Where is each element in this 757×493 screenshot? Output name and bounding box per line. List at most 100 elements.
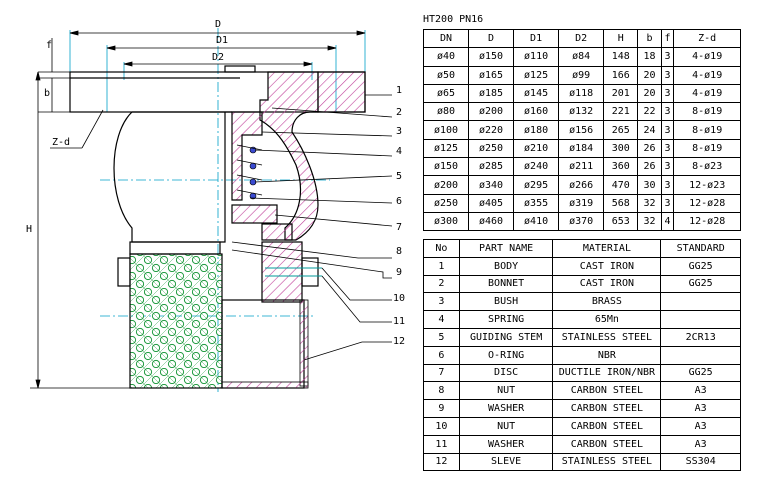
dimension-lines	[30, 30, 366, 389]
parts-table-cell	[660, 310, 741, 329]
dimension-table-cell: 4-ø19	[673, 65, 741, 85]
dimension-table-cell: 8-ø19	[673, 102, 741, 122]
dimension-table-cell: ø355	[513, 193, 560, 213]
dimension-table-cell: 148	[603, 47, 639, 67]
parts-table-cell: WASHER	[458, 399, 554, 418]
dimension-table-cell: ø65	[422, 83, 470, 104]
parts-table-cell: 9	[423, 399, 460, 418]
dimension-table-cell: ø165	[468, 65, 515, 85]
dimension-table-cell: ø118	[558, 83, 605, 104]
dimension-table-cell: 24	[637, 120, 662, 140]
callout-3: 3	[396, 126, 402, 137]
parts-table-cell: WASHER	[458, 434, 554, 454]
dimension-table-cell: 360	[603, 157, 639, 177]
callout-7: 7	[396, 222, 402, 233]
dimension-table-cell: ø150	[468, 47, 515, 67]
parts-table-cell: 65Mn	[552, 310, 662, 329]
parts-table-cell: 8	[423, 381, 460, 401]
centerlines	[100, 28, 330, 392]
dimension-table-cell: ø185	[468, 83, 515, 104]
dimension-table-cell: 265	[603, 120, 639, 140]
dimension-table-cell: 3	[660, 138, 675, 159]
parts-table-cell: SS304	[660, 452, 741, 472]
dimension-table-cell: ø80	[422, 102, 470, 122]
parts-table-cell: A3	[660, 416, 741, 436]
dimension-table-cell: 32	[637, 211, 662, 232]
bolt	[265, 267, 322, 277]
dimension-table-cell: ø99	[558, 65, 605, 85]
body-hatched-section	[231, 71, 366, 241]
dimension-table-cell: 3	[660, 83, 675, 104]
dimension-table-cell: ø180	[513, 120, 560, 140]
dimension-table-cell: ø250	[422, 193, 470, 213]
dimension-table-cell: ø100	[422, 120, 470, 140]
dimension-table-cell: ø110	[513, 47, 560, 67]
parts-table-cell: CARBON STEEL	[552, 399, 662, 418]
dimension-table-header-cell: Z-d	[673, 28, 741, 49]
dimension-table-cell: ø200	[468, 102, 515, 122]
callout-4: 4	[396, 146, 402, 157]
dimension-table-cell: ø210	[513, 138, 560, 159]
parts-table-cell: 4	[423, 310, 460, 329]
dimension-table-cell: 18	[637, 47, 662, 67]
dimension-table-cell: ø125	[513, 65, 560, 85]
dimension-table-cell: 568	[603, 193, 639, 213]
dimension-table-cell: 12-ø28	[673, 193, 741, 213]
parts-table-cell: GG25	[660, 274, 741, 294]
parts-table-cell: STAINLESS STEEL	[552, 327, 662, 347]
parts-table-cell: CARBON STEEL	[552, 416, 662, 436]
dimension-table-cell: ø200	[422, 175, 470, 195]
dimension-table-cell: ø145	[513, 83, 560, 104]
dimension-table-cell: 20	[637, 83, 662, 104]
parts-table-cell: 7	[423, 363, 460, 383]
dimension-table-cell: ø156	[558, 120, 605, 140]
parts-table-cell: A3	[660, 381, 741, 401]
dimension-table-cell: 3	[660, 193, 675, 213]
parts-table-cell: NUT	[458, 416, 554, 436]
parts-table-cell: 11	[423, 434, 460, 454]
callout-8: 8	[396, 246, 402, 257]
parts-table-cell: 1	[423, 256, 460, 276]
dimension-table-header-cell: DN	[422, 28, 470, 49]
dimension-table-cell: ø132	[558, 102, 605, 122]
parts-table-cell: BRASS	[552, 292, 662, 312]
parts-table-cell: A3	[660, 434, 741, 454]
dimension-table-cell: 3	[660, 120, 675, 140]
dimension-table-cell: ø285	[468, 157, 515, 177]
dimension-table-cell: 653	[603, 211, 639, 232]
parts-table-cell: CARBON STEEL	[552, 434, 662, 454]
dimension-table-cell: ø150	[422, 157, 470, 177]
dimension-table-header-cell: H	[603, 28, 639, 49]
dimension-table-cell: ø340	[468, 175, 515, 195]
body-left-profile	[113, 111, 232, 243]
dimension-table-cell: ø300	[422, 211, 470, 232]
parts-table-cell: 12	[423, 452, 460, 472]
dimension-table-cell: ø50	[422, 65, 470, 85]
dimension-table-cell: ø405	[468, 193, 515, 213]
dimension-table-cell: 166	[603, 65, 639, 85]
callout-9: 9	[396, 267, 402, 278]
dim-label-D: D	[215, 19, 221, 30]
parts-table-cell: CAST IRON	[552, 274, 662, 294]
dimension-table-cell: 300	[603, 138, 639, 159]
dimension-table-cell: ø220	[468, 120, 515, 140]
dimension-table-header-cell: f	[660, 28, 675, 49]
callout-11: 11	[393, 316, 405, 327]
valve-cross-section-drawing: D D1 D2 f b H Z-d 1 2 3 4 5 6 7 8 9 10 1…	[26, 19, 405, 392]
callout-10: 10	[393, 293, 405, 304]
dimension-table-cell: 4	[660, 211, 675, 232]
parts-table-cell: SLEVE	[458, 452, 554, 472]
spring	[249, 146, 257, 200]
dimension-table-cell: 4-ø19	[673, 83, 741, 104]
dim-label-D1: D1	[216, 35, 228, 46]
